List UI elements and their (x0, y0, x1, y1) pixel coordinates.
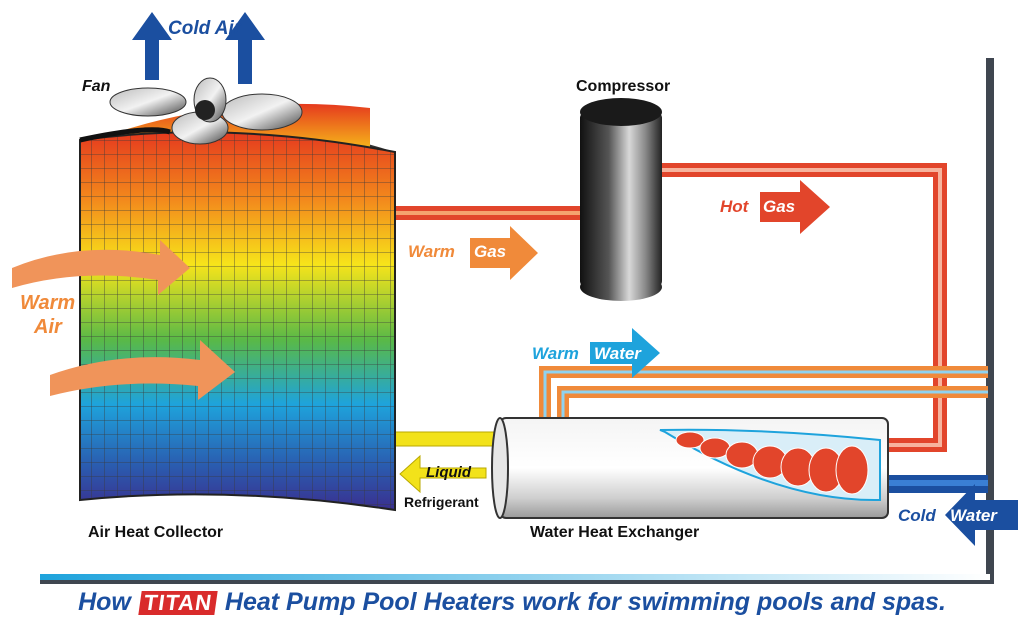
hot-gas-label-2: Gas (763, 197, 796, 216)
liquid-label: Liquid (426, 464, 471, 481)
cold-air-label: Cold Air (168, 18, 242, 39)
compressor-label: Compressor (576, 78, 671, 95)
warm-water-label-1: Warm (532, 344, 579, 363)
compressor (580, 98, 662, 301)
cold-water-label-2: Water (950, 506, 997, 525)
water-heat-exchanger-label: Water Heat Exchanger (530, 524, 700, 541)
warm-air-arrow-bottom (50, 340, 235, 400)
warm-water-label-2: Water (594, 344, 641, 363)
air-heat-collector (79, 103, 396, 512)
warm-water-arrow (590, 328, 660, 378)
warm-gas-label-2: Gas (474, 242, 507, 261)
cold-water-arrow (945, 484, 1018, 546)
caption: How TITAN Heat Pump Pool Heaters work fo… (0, 588, 1024, 617)
refrigerant-label: Refrigerant (404, 494, 479, 510)
liquid-arrow (399, 454, 487, 494)
liquid-pipe (394, 431, 501, 447)
cold-air-arrow-right (225, 12, 265, 84)
air-heat-collector-label: Air Heat Collector (88, 524, 224, 541)
fan (109, 77, 303, 145)
warm-gas-label-1: Warm (408, 242, 455, 261)
water-heat-exchanger (491, 417, 889, 519)
caption-pre: How (78, 588, 131, 616)
fan-label: Fan (82, 78, 111, 95)
caption-bar (40, 574, 990, 580)
cold-water-label-1: Cold (898, 506, 936, 525)
titan-logo: TITAN (138, 590, 218, 615)
warm-air-label-1: Warm (20, 292, 76, 314)
cold-air-arrow-left (132, 12, 172, 80)
hot-gas-label-1: Hot (720, 197, 749, 216)
caption-post: Heat Pump Pool Heaters work for swimming… (224, 588, 946, 616)
warm-air-label-2: Air (34, 316, 62, 338)
hot-gas-arrow (760, 180, 830, 234)
warm-gas-arrow (470, 226, 538, 280)
warm-air-arrow-top (12, 240, 190, 295)
